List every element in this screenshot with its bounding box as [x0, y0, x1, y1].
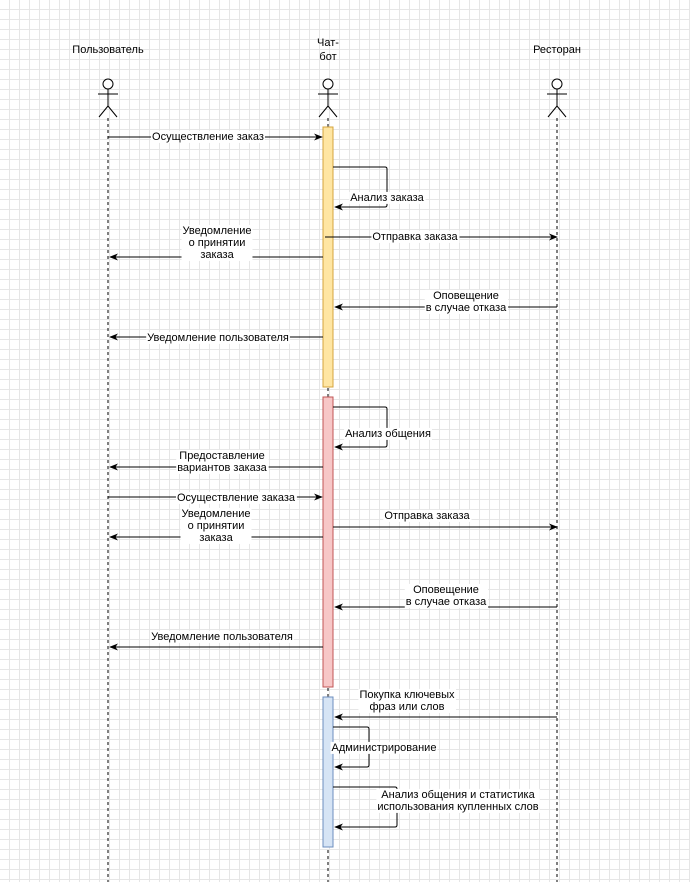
actor-figure-icon [98, 78, 118, 118]
actor-figure-icon [318, 78, 338, 118]
message-label-background [404, 583, 489, 608]
message-label: в случае отказа [426, 302, 507, 314]
message-label: заказа [200, 249, 234, 261]
message-label: Уведомление [182, 508, 251, 520]
actor-name: бот [319, 51, 336, 63]
message-m3: Отправка заказа [325, 230, 558, 243]
message-label: использования купленных слов [377, 801, 538, 813]
message-m13: Уведомление пользователя [109, 630, 323, 651]
message-m10: Отправка заказа [333, 509, 558, 531]
message-label-background [383, 509, 472, 522]
message-label-background [376, 788, 540, 813]
activation-bar-chat [322, 396, 334, 688]
message-label: Анализ общения и статистика [381, 789, 535, 801]
self-message-arrow [333, 166, 388, 211]
message-label: Оповещение [413, 584, 479, 596]
message-label-background [176, 449, 269, 474]
message-m6: Уведомление пользователя [109, 331, 323, 344]
message-label-background [180, 507, 252, 544]
message-label: фраз или слов [369, 701, 444, 713]
actor-figure-icon [547, 78, 567, 118]
message-label-background [349, 191, 426, 204]
message-m2: Анализ заказа [333, 166, 426, 211]
message-label: Уведомление пользователя [151, 631, 293, 643]
actor-bot: Чат-бот [317, 37, 339, 118]
activation-bar-admin [322, 696, 334, 848]
message-label-background [371, 230, 460, 243]
message-label-background [330, 741, 438, 754]
message-label: Осуществление заказа [177, 492, 296, 504]
message-label-background [424, 289, 509, 314]
message-label: Отправка заказа [384, 510, 470, 522]
actor-name: Пользователь [72, 44, 144, 56]
self-message-arrow [333, 406, 388, 451]
message-label: Анализ общения [345, 428, 431, 440]
message-label-background [150, 630, 294, 643]
message-label: Администрирование [332, 742, 437, 754]
message-label: вариантов заказа [177, 462, 267, 474]
message-m7: Анализ общения [333, 406, 432, 451]
message-m9: Осуществление заказа [108, 491, 323, 504]
message-label: Уведомление пользователя [147, 332, 289, 344]
message-label: в случае отказа [406, 596, 487, 608]
message-label-background [358, 688, 457, 713]
message-label: Покупка ключевых [359, 689, 455, 701]
message-m16: Анализ общения и статистикаиспользования… [333, 786, 540, 831]
message-label-background [181, 224, 253, 261]
actor-name: Чат- [317, 37, 339, 49]
message-label: Осуществление заказ [152, 131, 264, 143]
message-label: Предоставление [179, 450, 264, 462]
message-label: Оповещение [433, 290, 499, 302]
message-m15: Администрирование [330, 726, 438, 771]
message-label: заказа [199, 532, 233, 544]
actor-name: Ресторан [533, 44, 581, 56]
message-label-background [344, 427, 432, 440]
message-label: Отправка заказа [372, 231, 458, 243]
actor-restaurant: Ресторан [533, 44, 581, 118]
message-label-background [175, 491, 297, 504]
activation-bar-order [322, 126, 334, 388]
message-label: Уведомление [183, 225, 252, 237]
message-label: о принятии [188, 520, 245, 532]
message-label-background [151, 130, 265, 143]
message-label: Анализ заказа [350, 192, 424, 204]
message-label: о принятии [189, 237, 246, 249]
message-m1: Осуществление заказ [108, 130, 323, 143]
actor-user: Пользователь [72, 44, 144, 118]
message-label-background [146, 331, 290, 344]
